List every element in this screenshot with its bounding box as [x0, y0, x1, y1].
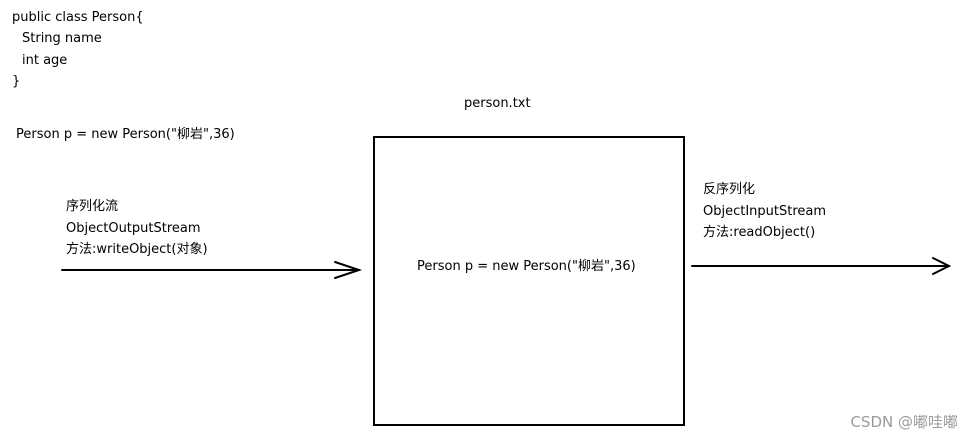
deserialization-title: 反序列化: [703, 182, 756, 197]
deserialization-stream-class: ObjectInputStream: [703, 204, 827, 219]
deserialization-arrow: [691, 257, 952, 275]
file-box: [373, 136, 685, 426]
file-name-label: person.txt: [464, 96, 531, 111]
serialization-title: 序列化流: [66, 199, 119, 214]
object-creation-statement: Person p = new Person("柳岩",36): [16, 127, 235, 142]
serialization-arrow: [61, 261, 363, 279]
code-line-class-declaration: public class Person{: [12, 10, 144, 25]
csdn-watermark: CSDN @嘟哇嘟: [850, 413, 958, 431]
code-line-age-field: int age: [22, 53, 68, 68]
deserialization-arrow-head: [932, 257, 952, 275]
serialization-method: 方法:writeObject(对象): [66, 242, 208, 257]
code-line-name-field: String name: [22, 31, 102, 46]
code-line-closing-brace: }: [12, 74, 21, 89]
serialization-stream-class: ObjectOutputStream: [66, 221, 201, 236]
file-content-text: Person p = new Person("柳岩",36): [417, 259, 636, 274]
serialization-arrow-head: [334, 261, 363, 279]
deserialization-method: 方法:readObject(): [703, 225, 816, 240]
